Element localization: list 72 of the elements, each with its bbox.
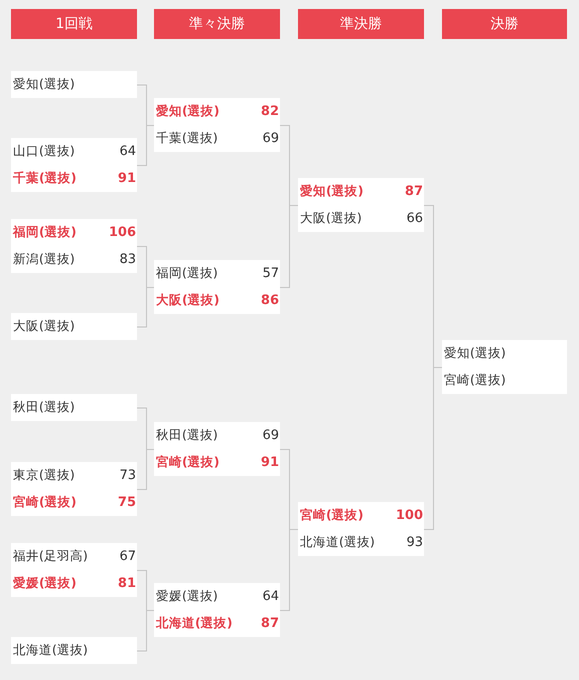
score: 64 (119, 144, 136, 159)
score: 66 (406, 211, 423, 226)
match-box (154, 422, 280, 476)
score: 87 (260, 616, 279, 631)
team-name: 千葉(選抜) (156, 130, 218, 147)
team-name: 愛知(選抜) (156, 103, 220, 120)
team-name: 宮崎(選抜) (300, 507, 364, 524)
team-name: 北海道(選抜) (300, 534, 375, 551)
team-name: 大阪(選抜) (13, 318, 75, 335)
match-box (298, 178, 424, 232)
match-box (154, 260, 280, 314)
match-box (11, 71, 137, 98)
team-name: 新潟(選抜) (13, 251, 75, 268)
match-box (11, 219, 137, 273)
score: 93 (406, 535, 423, 550)
match-box (298, 502, 424, 556)
match-box (11, 394, 137, 421)
match-box (154, 98, 280, 152)
round-heading: 準々決勝 (154, 9, 280, 39)
match-box (154, 583, 280, 637)
team-name: 北海道(選抜) (156, 615, 232, 632)
team-name: 宮崎(選抜) (13, 494, 76, 511)
team-name: 秋田(選抜) (156, 427, 218, 444)
team-name: 宮崎(選抜) (156, 454, 220, 471)
bracket-line (136, 449, 154, 490)
team-name: 愛媛(選抜) (156, 588, 218, 605)
match-box (11, 138, 137, 192)
score: 87 (404, 184, 423, 199)
bracket-line (136, 610, 154, 652)
team-name: 秋田(選抜) (13, 399, 75, 416)
bracket-line (280, 205, 298, 288)
round-heading: 1回戦 (11, 9, 137, 39)
bracket-line (424, 367, 442, 530)
team-name: 愛知(選抜) (13, 76, 75, 93)
score: 57 (262, 266, 279, 281)
team-name: 千葉(選抜) (13, 170, 76, 187)
score: 100 (396, 508, 423, 523)
team-name: 愛媛(選抜) (13, 575, 76, 592)
score: 67 (119, 549, 136, 564)
team-name: 福岡(選抜) (13, 224, 76, 241)
score: 75 (118, 495, 136, 510)
score: 82 (260, 104, 279, 119)
team-name: 大阪(選抜) (156, 292, 220, 309)
team-name: 大阪(選抜) (300, 210, 362, 227)
score: 73 (119, 468, 136, 483)
bracket-line (280, 529, 298, 611)
team-name: 山口(選抜) (13, 143, 75, 160)
score: 64 (262, 589, 279, 604)
team-name: 東京(選抜) (13, 467, 75, 484)
score: 106 (108, 225, 136, 240)
match-box (11, 462, 137, 516)
round-heading: 準決勝 (298, 9, 424, 39)
score: 81 (118, 576, 136, 591)
score: 83 (119, 252, 136, 267)
team-name: 愛知(選抜) (300, 183, 364, 200)
score: 86 (260, 293, 279, 308)
score: 69 (262, 428, 279, 443)
score: 69 (262, 131, 279, 146)
bracket-line (136, 287, 154, 328)
match-box (11, 313, 137, 340)
score: 91 (118, 171, 136, 186)
team-name: 福岡(選抜) (156, 265, 218, 282)
score: 91 (260, 455, 279, 470)
team-name: 愛知(選抜) (444, 345, 506, 362)
match-box (442, 340, 567, 394)
match-box (11, 543, 137, 597)
round-heading: 決勝 (442, 9, 567, 39)
team-name: 福井(足羽高) (13, 548, 88, 565)
team-name: 宮崎(選抜) (444, 372, 506, 389)
team-name: 北海道(選抜) (13, 642, 88, 659)
match-box (11, 637, 137, 664)
bracket-line (136, 125, 154, 166)
